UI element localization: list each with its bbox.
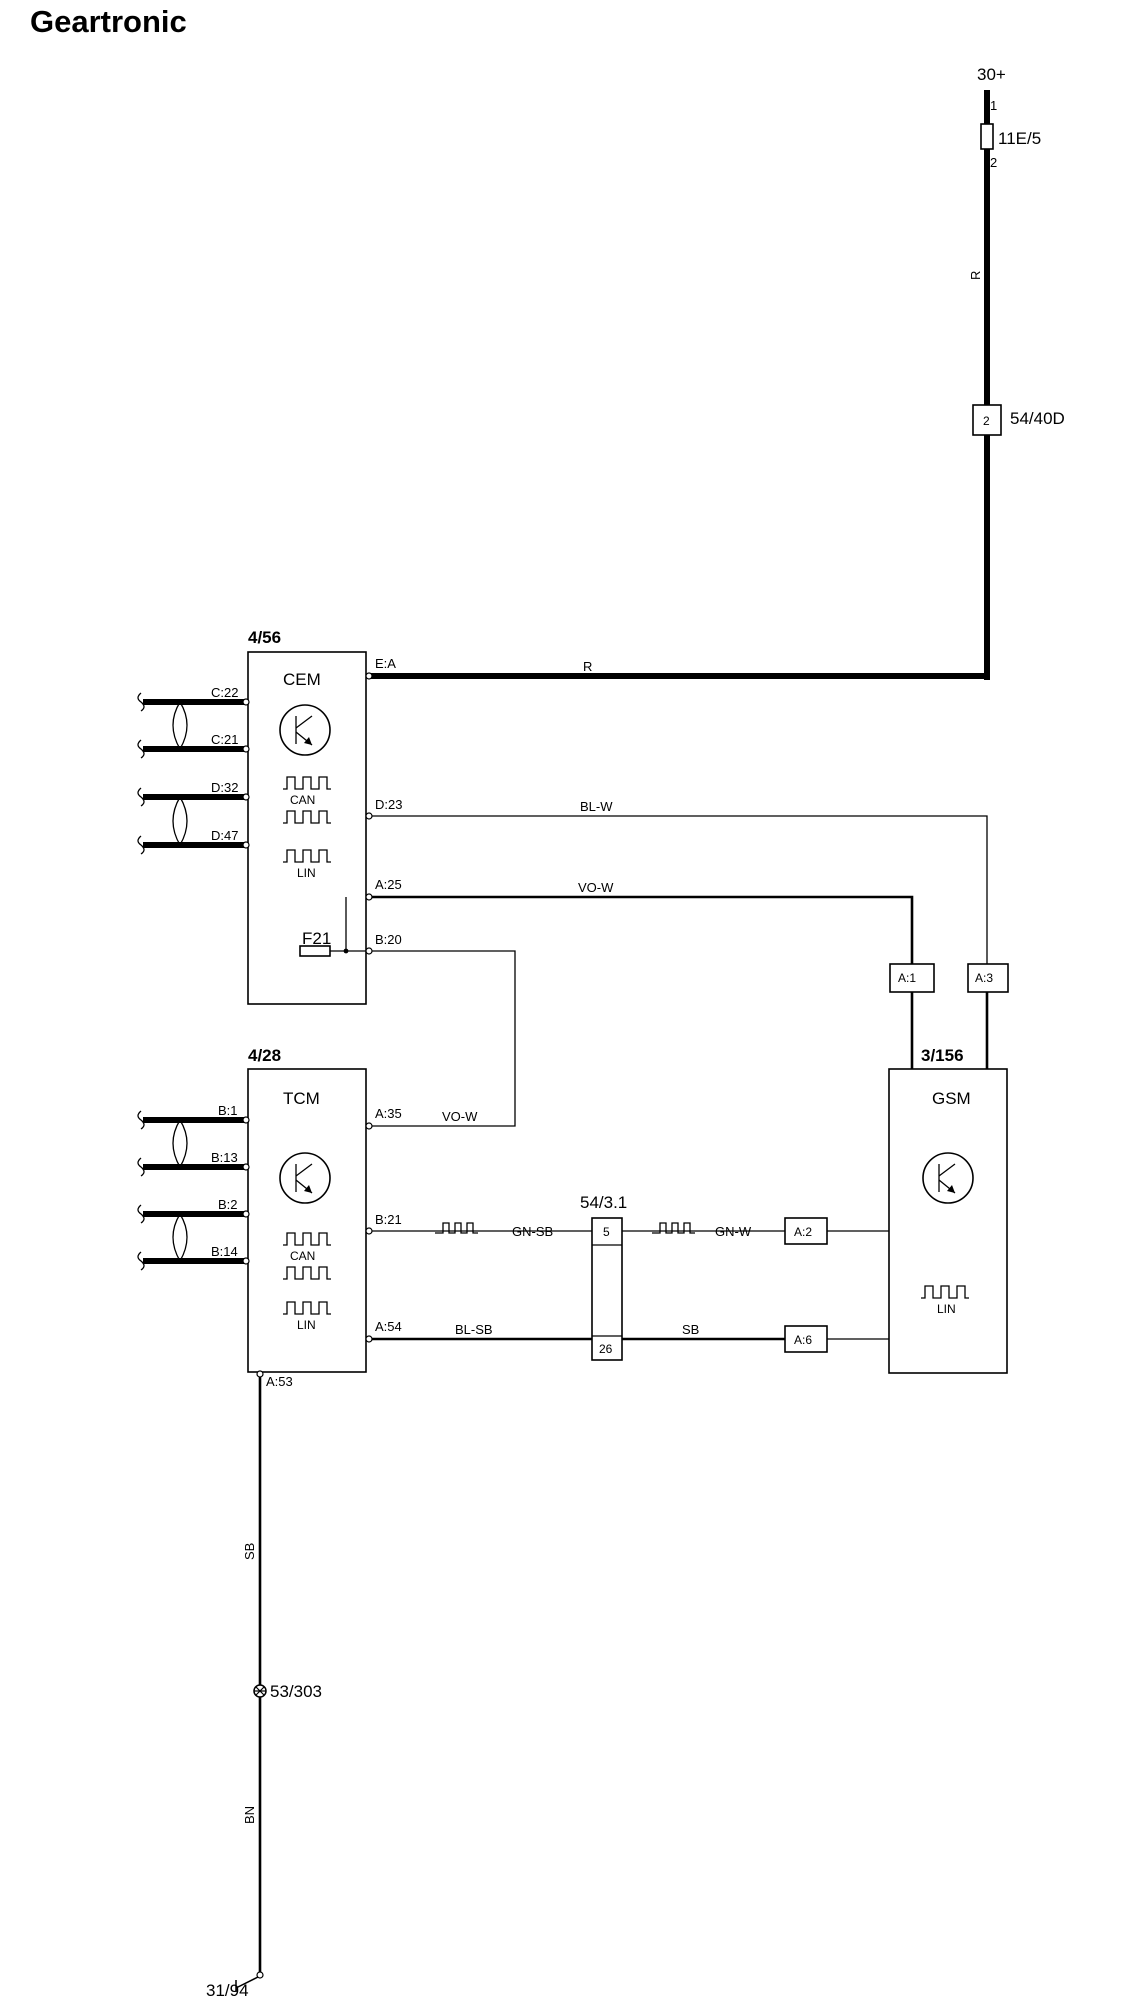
tcm-can-wave-top-icon bbox=[283, 1232, 331, 1246]
cem-can-wave-bottom-icon bbox=[283, 810, 331, 824]
wire-gn-w-label: GN-W bbox=[715, 1224, 752, 1239]
tcm-bus-pin-4: B:14 bbox=[211, 1244, 238, 1259]
wire-gn-sb-label: GN-SB bbox=[512, 1224, 553, 1239]
cem-pin-fuse-out: B:20 bbox=[375, 932, 402, 947]
tcm-id: 4/28 bbox=[248, 1046, 281, 1065]
cem-bus-pin-3: D:32 bbox=[211, 780, 238, 795]
gsm-pin-box-a2 bbox=[784, 1217, 828, 1245]
wire-sb-label: SB bbox=[682, 1322, 699, 1337]
cem-id: 4/56 bbox=[248, 628, 281, 647]
gsm-lin-wave-icon bbox=[921, 1285, 969, 1299]
tcm-pin-bl-sb: A:54 bbox=[375, 1319, 402, 1334]
cem-pin-vo-w: A:25 bbox=[375, 877, 402, 892]
gsm-module bbox=[888, 1068, 1008, 1374]
diagram-title: Geartronic bbox=[30, 4, 187, 39]
tcm-lin-wave-icon bbox=[283, 1301, 331, 1315]
ground-point-id: 31/94 bbox=[206, 1981, 249, 2000]
tcm-pin-vo-w: A:35 bbox=[375, 1106, 402, 1121]
tcm-pin-ground: A:53 bbox=[266, 1374, 293, 1389]
splice-icon bbox=[253, 1684, 267, 1698]
tcm-right-pins bbox=[365, 1122, 373, 1343]
tcm-ground-pin bbox=[256, 1370, 264, 1378]
tcm-bus-pin-2: B:13 bbox=[211, 1150, 238, 1165]
cem-transistor-icon bbox=[279, 704, 331, 756]
junction-54-3-1 bbox=[591, 1217, 623, 1361]
gsm-side-pin-1: A:2 bbox=[794, 1225, 812, 1239]
cem-bus-pin-2: C:21 bbox=[211, 732, 238, 747]
connector-id: 54/40D bbox=[1010, 409, 1065, 428]
fuse-pin-top: 1 bbox=[990, 98, 997, 113]
gsm-lin-label: LIN bbox=[937, 1302, 956, 1316]
wire-gn-w-signal-icon bbox=[652, 1222, 695, 1234]
wire-vo-w-label: VO-W bbox=[578, 880, 614, 895]
power-wire-color: R bbox=[583, 659, 592, 674]
gsm-side-pin-2: A:6 bbox=[794, 1333, 812, 1347]
tcm-name: TCM bbox=[283, 1089, 320, 1108]
gsm-pin-box-a6 bbox=[784, 1325, 828, 1353]
cem-can-wave-top-icon bbox=[283, 776, 331, 790]
fuse-pin-bottom: 2 bbox=[990, 155, 997, 170]
gsm-top-pin-2: A:3 bbox=[975, 971, 993, 985]
tcm-can-wave-bottom-icon bbox=[283, 1266, 331, 1280]
tcm-bus-pin-1: B:1 bbox=[218, 1103, 238, 1118]
wire-vo-w bbox=[372, 895, 914, 964]
tcm-pin-can: B:21 bbox=[375, 1212, 402, 1227]
wire-bl-sb-label: BL-SB bbox=[455, 1322, 493, 1337]
gsm-transistor-icon bbox=[922, 1152, 974, 1204]
cem-pin-power: E:A bbox=[375, 656, 396, 671]
ground-point-icon bbox=[235, 1971, 264, 1992]
tcm-can-label: CAN bbox=[290, 1249, 315, 1263]
ground-wire-upper-color: SB bbox=[242, 1543, 257, 1560]
junction-id: 54/3.1 bbox=[580, 1193, 627, 1212]
wire-vo-w-tcm bbox=[372, 950, 516, 1127]
cem-bus-twisted-pairs bbox=[137, 692, 250, 855]
ground-wire-lower-color: BN bbox=[242, 1806, 257, 1824]
tcm-bus-pin-3: B:2 bbox=[218, 1197, 238, 1212]
tcm-transistor-icon bbox=[279, 1152, 331, 1204]
junction-pin-top: 5 bbox=[603, 1225, 610, 1239]
tcm-bus-twisted-pairs bbox=[137, 1110, 250, 1271]
cem-bus-pin-4: D:47 bbox=[211, 828, 238, 843]
gsm-top-pin-1: A:1 bbox=[898, 971, 916, 985]
fuse-11e5 bbox=[980, 123, 994, 150]
cem-can-label: CAN bbox=[290, 793, 315, 807]
connector-pin: 2 bbox=[983, 414, 990, 428]
splice-id: 53/303 bbox=[270, 1682, 322, 1701]
supply-label: 30+ bbox=[977, 65, 1006, 84]
connector-54-40d bbox=[972, 404, 1002, 436]
wire-bl-w bbox=[372, 815, 988, 964]
cem-lin-label: LIN bbox=[297, 866, 316, 880]
supply-wire-color: R bbox=[968, 271, 983, 280]
gsm-name: GSM bbox=[932, 1089, 971, 1108]
wire-bl-w-label: BL-W bbox=[580, 799, 613, 814]
cem-right-pins bbox=[365, 672, 373, 955]
junction-pin-bottom: 26 bbox=[599, 1342, 613, 1356]
tcm-lin-label: LIN bbox=[297, 1318, 316, 1332]
fuse-id: 11E/5 bbox=[998, 129, 1041, 148]
gsm-id: 3/156 bbox=[921, 1046, 964, 1065]
cem-pin-bl-w: D:23 bbox=[375, 797, 402, 812]
cem-fuse-f21 bbox=[299, 945, 331, 957]
wire-gn-sb-signal-icon bbox=[435, 1222, 478, 1234]
wire-vo-w-tcm-label: VO-W bbox=[442, 1109, 478, 1124]
cem-name: CEM bbox=[283, 670, 321, 689]
tcm-module bbox=[247, 1068, 367, 1373]
cem-fuse-label: F21 bbox=[302, 929, 331, 948]
cem-lin-wave-icon bbox=[283, 849, 331, 863]
cem-bus-pin-1: C:22 bbox=[211, 685, 238, 700]
